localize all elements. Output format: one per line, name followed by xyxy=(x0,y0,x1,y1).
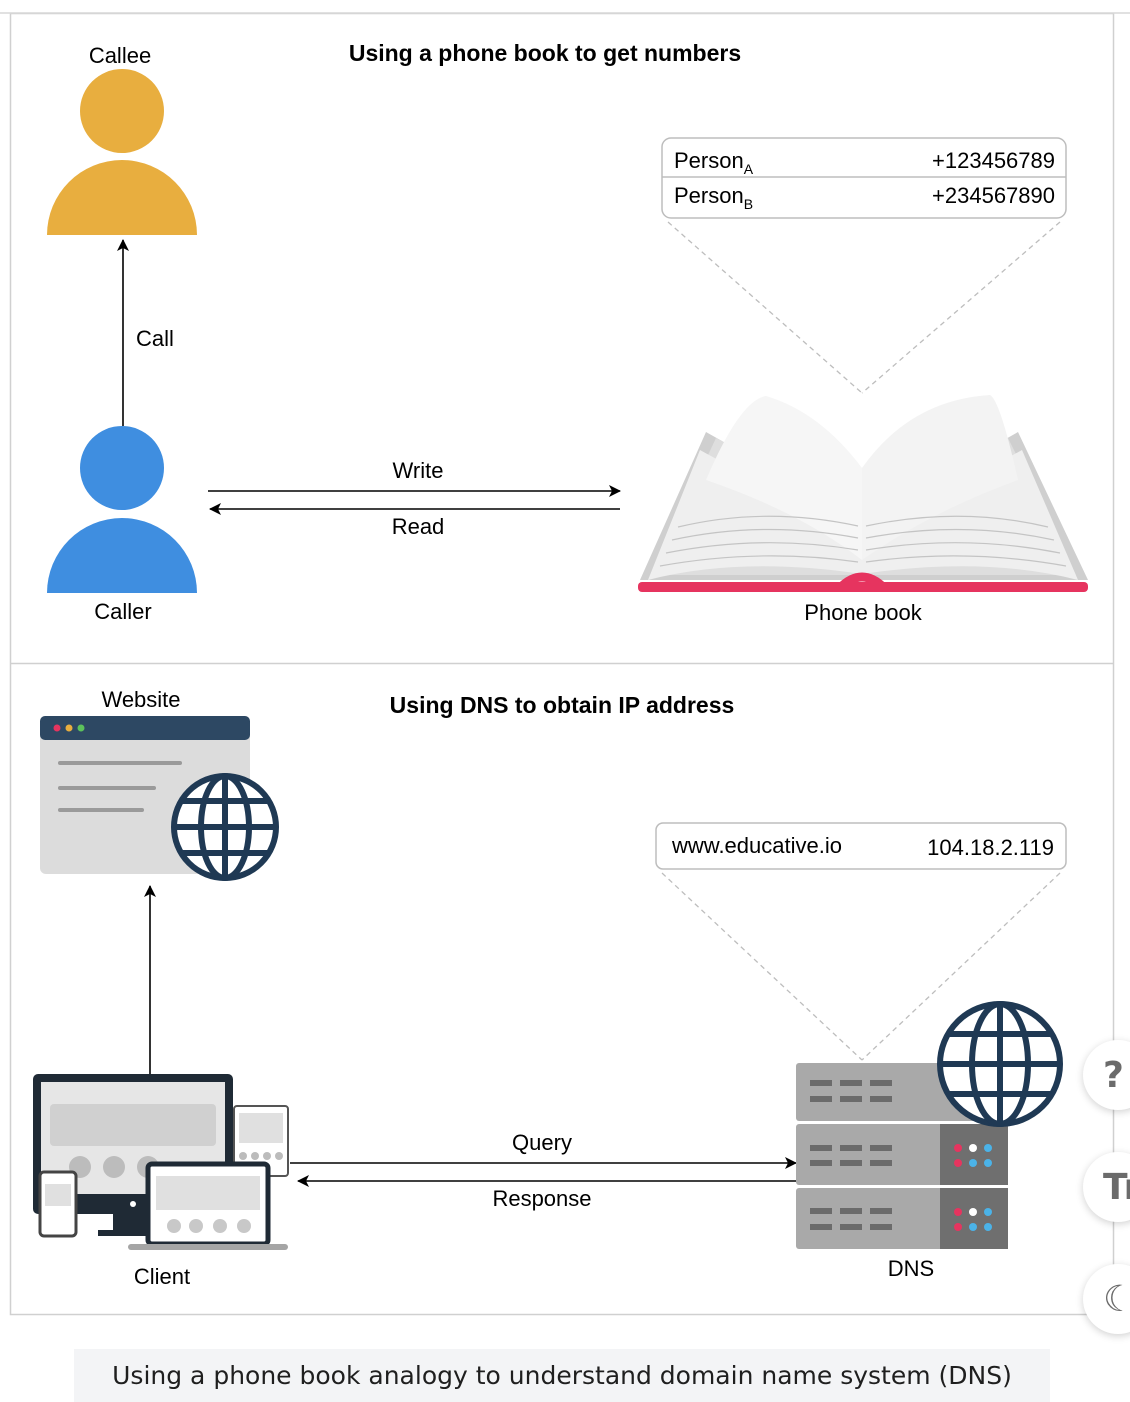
phone-book-label: Phone book xyxy=(804,600,922,625)
table-row: PersonA +123456789 xyxy=(674,148,1055,177)
query-label: Query xyxy=(512,1130,572,1155)
caller-person-icon xyxy=(47,426,197,593)
svg-text:PersonA: PersonA xyxy=(674,148,754,177)
client-devices-icon xyxy=(33,1074,289,1250)
person-b-subscript: B xyxy=(744,196,753,212)
person-b-number: +234567890 xyxy=(932,183,1055,208)
dns-record-box xyxy=(655,822,1067,870)
callout-lines xyxy=(667,221,1061,394)
globe-icon xyxy=(171,773,279,881)
callee-label: Callee xyxy=(89,43,151,68)
table-row: PersonB +234567890 xyxy=(674,183,1055,212)
help-button[interactable]: ? xyxy=(1083,1040,1130,1110)
dns-server-icon xyxy=(796,1063,1008,1249)
call-label: Call xyxy=(136,326,174,351)
website-label: Website xyxy=(101,687,180,712)
bottom-panel-title: Using DNS to obtain IP address xyxy=(390,692,735,718)
text-size-icon: Tr xyxy=(1103,1166,1130,1208)
person-a-number: +123456789 xyxy=(932,148,1055,173)
read-label: Read xyxy=(392,514,445,539)
dns-label: DNS xyxy=(888,1256,934,1281)
person-a-subscript: A xyxy=(744,161,754,177)
dns-record-domain: www.educative.io xyxy=(671,833,842,858)
callee-person-icon xyxy=(47,69,197,235)
svg-text:PersonB: PersonB xyxy=(674,183,753,212)
dns-record-ip: 104.18.2.119 xyxy=(927,835,1054,860)
question-icon: ? xyxy=(1103,1054,1124,1096)
top-panel-title: Using a phone book to get numbers xyxy=(349,40,741,66)
dns-globe-icon xyxy=(937,1001,1063,1127)
moon-icon: ☾ xyxy=(1103,1278,1130,1320)
person-b-name: Person xyxy=(674,183,744,208)
person-a-name: Person xyxy=(674,148,744,173)
callout-lines xyxy=(661,872,1061,1061)
figure-caption: Using a phone book analogy to understand… xyxy=(74,1349,1050,1402)
write-label: Write xyxy=(393,458,444,483)
client-label: Client xyxy=(134,1264,190,1289)
caller-label: Caller xyxy=(94,599,151,624)
open-book-icon xyxy=(638,395,1088,592)
response-label: Response xyxy=(492,1186,591,1211)
phone-book-table xyxy=(661,137,1067,219)
text-size-button[interactable]: Tr xyxy=(1083,1152,1130,1222)
